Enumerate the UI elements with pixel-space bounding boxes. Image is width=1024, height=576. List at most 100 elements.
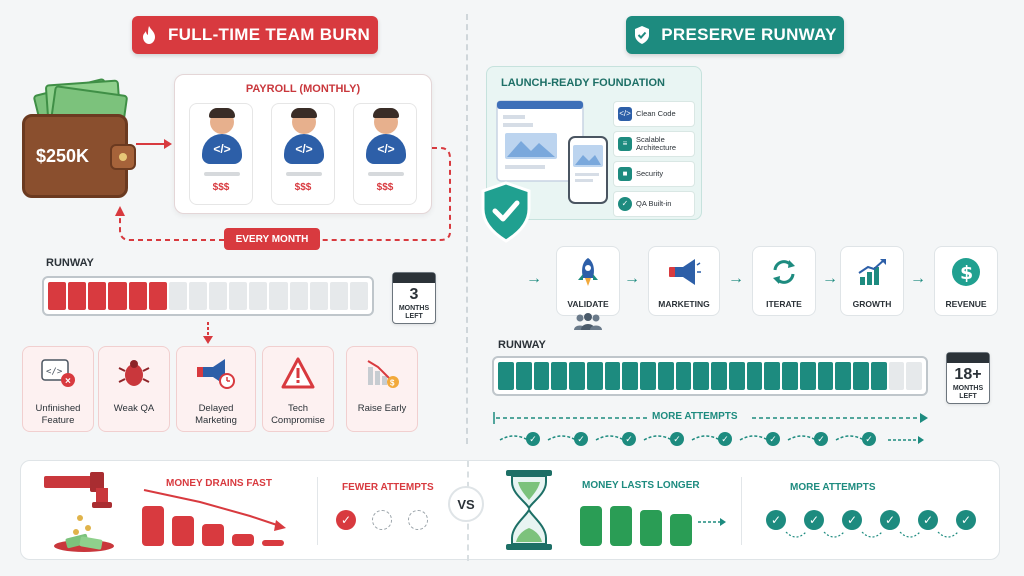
coin-stack bbox=[172, 516, 194, 546]
runway-label: RUNWAY bbox=[498, 339, 546, 351]
megaphone-clock-icon bbox=[177, 355, 255, 391]
employee-card: </> $$$ bbox=[353, 103, 417, 205]
calendar-number: 3 bbox=[409, 286, 419, 303]
step-label: REVENUE bbox=[945, 299, 987, 309]
employee-name-line bbox=[368, 172, 404, 176]
employee-card: </> $$$ bbox=[271, 103, 335, 205]
runway-segment-filled bbox=[148, 282, 167, 310]
runway-bar-long bbox=[492, 356, 928, 396]
megaphone-icon bbox=[649, 255, 719, 289]
arrow-right-icon: → bbox=[910, 270, 926, 287]
browser-mockup-icon bbox=[496, 100, 608, 204]
lock-icon: ■ bbox=[618, 167, 632, 181]
risk-card: $ Raise Early bbox=[346, 346, 418, 432]
risk-label: Weak QA bbox=[113, 403, 155, 414]
check-icon: ✓ bbox=[766, 432, 780, 446]
more-attempts-bottom-label: MORE ATTEMPTS bbox=[790, 482, 876, 493]
runway-segment-filled bbox=[870, 362, 887, 390]
svg-text:$: $ bbox=[390, 379, 395, 388]
risk-card: Tech Compromise bbox=[262, 346, 334, 432]
runway-segment-filled bbox=[799, 362, 816, 390]
calendar-text: MONTHS LEFT bbox=[398, 305, 430, 320]
runway-segment-empty bbox=[289, 282, 308, 310]
risk-card: </>× Unfinished Feature bbox=[22, 346, 94, 432]
check-icon: ✓ bbox=[574, 432, 588, 446]
falling-chart-icon: $ bbox=[347, 355, 417, 391]
hourglass-icon bbox=[506, 470, 552, 550]
banner-title: PRESERVE RUNWAY bbox=[661, 25, 837, 44]
employee-name-line bbox=[204, 172, 240, 176]
runway-segment-empty bbox=[349, 282, 368, 310]
feature-item: ≡ Scalable Architecture bbox=[613, 131, 695, 157]
step-label: MARKETING bbox=[658, 299, 710, 309]
runway-label: RUNWAY bbox=[46, 257, 94, 269]
check-icon: ✓ bbox=[718, 432, 732, 446]
runway-segment-filled bbox=[551, 362, 567, 390]
runway-segment-empty bbox=[269, 282, 288, 310]
runway-segment-filled bbox=[835, 362, 851, 390]
coin-stack bbox=[580, 506, 602, 546]
every-month-badge: EVERY MONTH bbox=[224, 228, 320, 250]
arrow-right-icon: → bbox=[624, 270, 640, 287]
feature-label: QA Built-in bbox=[636, 199, 672, 208]
more-attempts-label: MORE ATTEMPTS bbox=[652, 411, 738, 422]
dollar-icon: $ bbox=[935, 255, 997, 289]
coin-stack bbox=[670, 514, 692, 546]
runway-segment-filled bbox=[853, 362, 869, 390]
panel-divider bbox=[741, 477, 742, 545]
fewer-attempts-label: FEWER ATTEMPTS bbox=[342, 482, 434, 493]
step-label: VALIDATE bbox=[567, 299, 609, 309]
runway-segment-filled bbox=[498, 362, 514, 390]
launch-title: LAUNCH-READY FOUNDATION bbox=[501, 77, 665, 89]
feature-label: Security bbox=[636, 169, 664, 178]
runway-segment-empty bbox=[168, 282, 187, 310]
runway-segment-filled bbox=[622, 362, 638, 390]
calendar-months-left: 3 MONTHS LEFT bbox=[392, 272, 436, 324]
runway-segment-filled bbox=[746, 362, 763, 390]
coin-stack bbox=[202, 524, 224, 546]
declining-arrow-icon bbox=[143, 489, 286, 531]
runway-segment-empty bbox=[329, 282, 348, 310]
code-icon: </> bbox=[618, 107, 632, 121]
step-label: ITERATE bbox=[766, 299, 802, 309]
runway-segment-filled bbox=[68, 282, 87, 310]
flame-icon bbox=[142, 26, 155, 44]
rocket-icon bbox=[557, 255, 619, 289]
risk-label: Raise Early bbox=[357, 403, 407, 414]
svg-text:×: × bbox=[65, 376, 71, 387]
code-icon: </> bbox=[202, 134, 242, 164]
risk-label: Delayed Marketing bbox=[195, 403, 237, 426]
runway-segment-filled bbox=[711, 362, 727, 390]
runway-segment-filled bbox=[88, 282, 107, 310]
employee-hair bbox=[373, 108, 399, 118]
calendar-header bbox=[947, 353, 989, 363]
full-time-team-burn-banner: FULL-TIME TEAM BURN bbox=[132, 16, 378, 54]
code-icon: </> bbox=[366, 134, 406, 164]
runway-segment-empty bbox=[249, 282, 268, 310]
step-revenue: $ REVENUE bbox=[934, 246, 998, 316]
runway-segment-filled bbox=[764, 362, 780, 390]
growth-chart-icon bbox=[841, 255, 903, 289]
center-divider bbox=[466, 14, 468, 444]
shield-check-icon bbox=[481, 181, 531, 243]
employee-salary: $$$ bbox=[294, 182, 312, 193]
risk-label: Tech Compromise bbox=[271, 403, 325, 426]
runway-segment-empty bbox=[229, 282, 248, 310]
launch-ready-foundation-card: LAUNCH-READY FOUNDATION </> Clean Code ≡… bbox=[481, 66, 702, 243]
check-icon: ✓ bbox=[880, 510, 900, 530]
calendar-text: MONTHS LEFT bbox=[952, 385, 984, 400]
check-icon: ✓ bbox=[670, 432, 684, 446]
empty-attempt-icon bbox=[372, 510, 392, 530]
runway-segment-empty bbox=[309, 282, 328, 310]
runway-segment-empty bbox=[209, 282, 228, 310]
check-icon: ✓ bbox=[804, 510, 824, 530]
runway-segment-filled bbox=[108, 282, 127, 310]
preserve-runway-banner: PRESERVE RUNWAY bbox=[626, 16, 844, 54]
feature-item: ■ Security bbox=[613, 161, 695, 187]
step-marketing: MARKETING bbox=[648, 246, 720, 316]
employee-name-line bbox=[286, 172, 322, 176]
down-arrow-icon bbox=[203, 322, 213, 344]
feature-label: Scalable Architecture bbox=[636, 135, 677, 152]
money-lasts-longer-label: MONEY LASTS LONGER bbox=[582, 480, 700, 491]
wallet-illustration: $250K bbox=[22, 77, 136, 198]
